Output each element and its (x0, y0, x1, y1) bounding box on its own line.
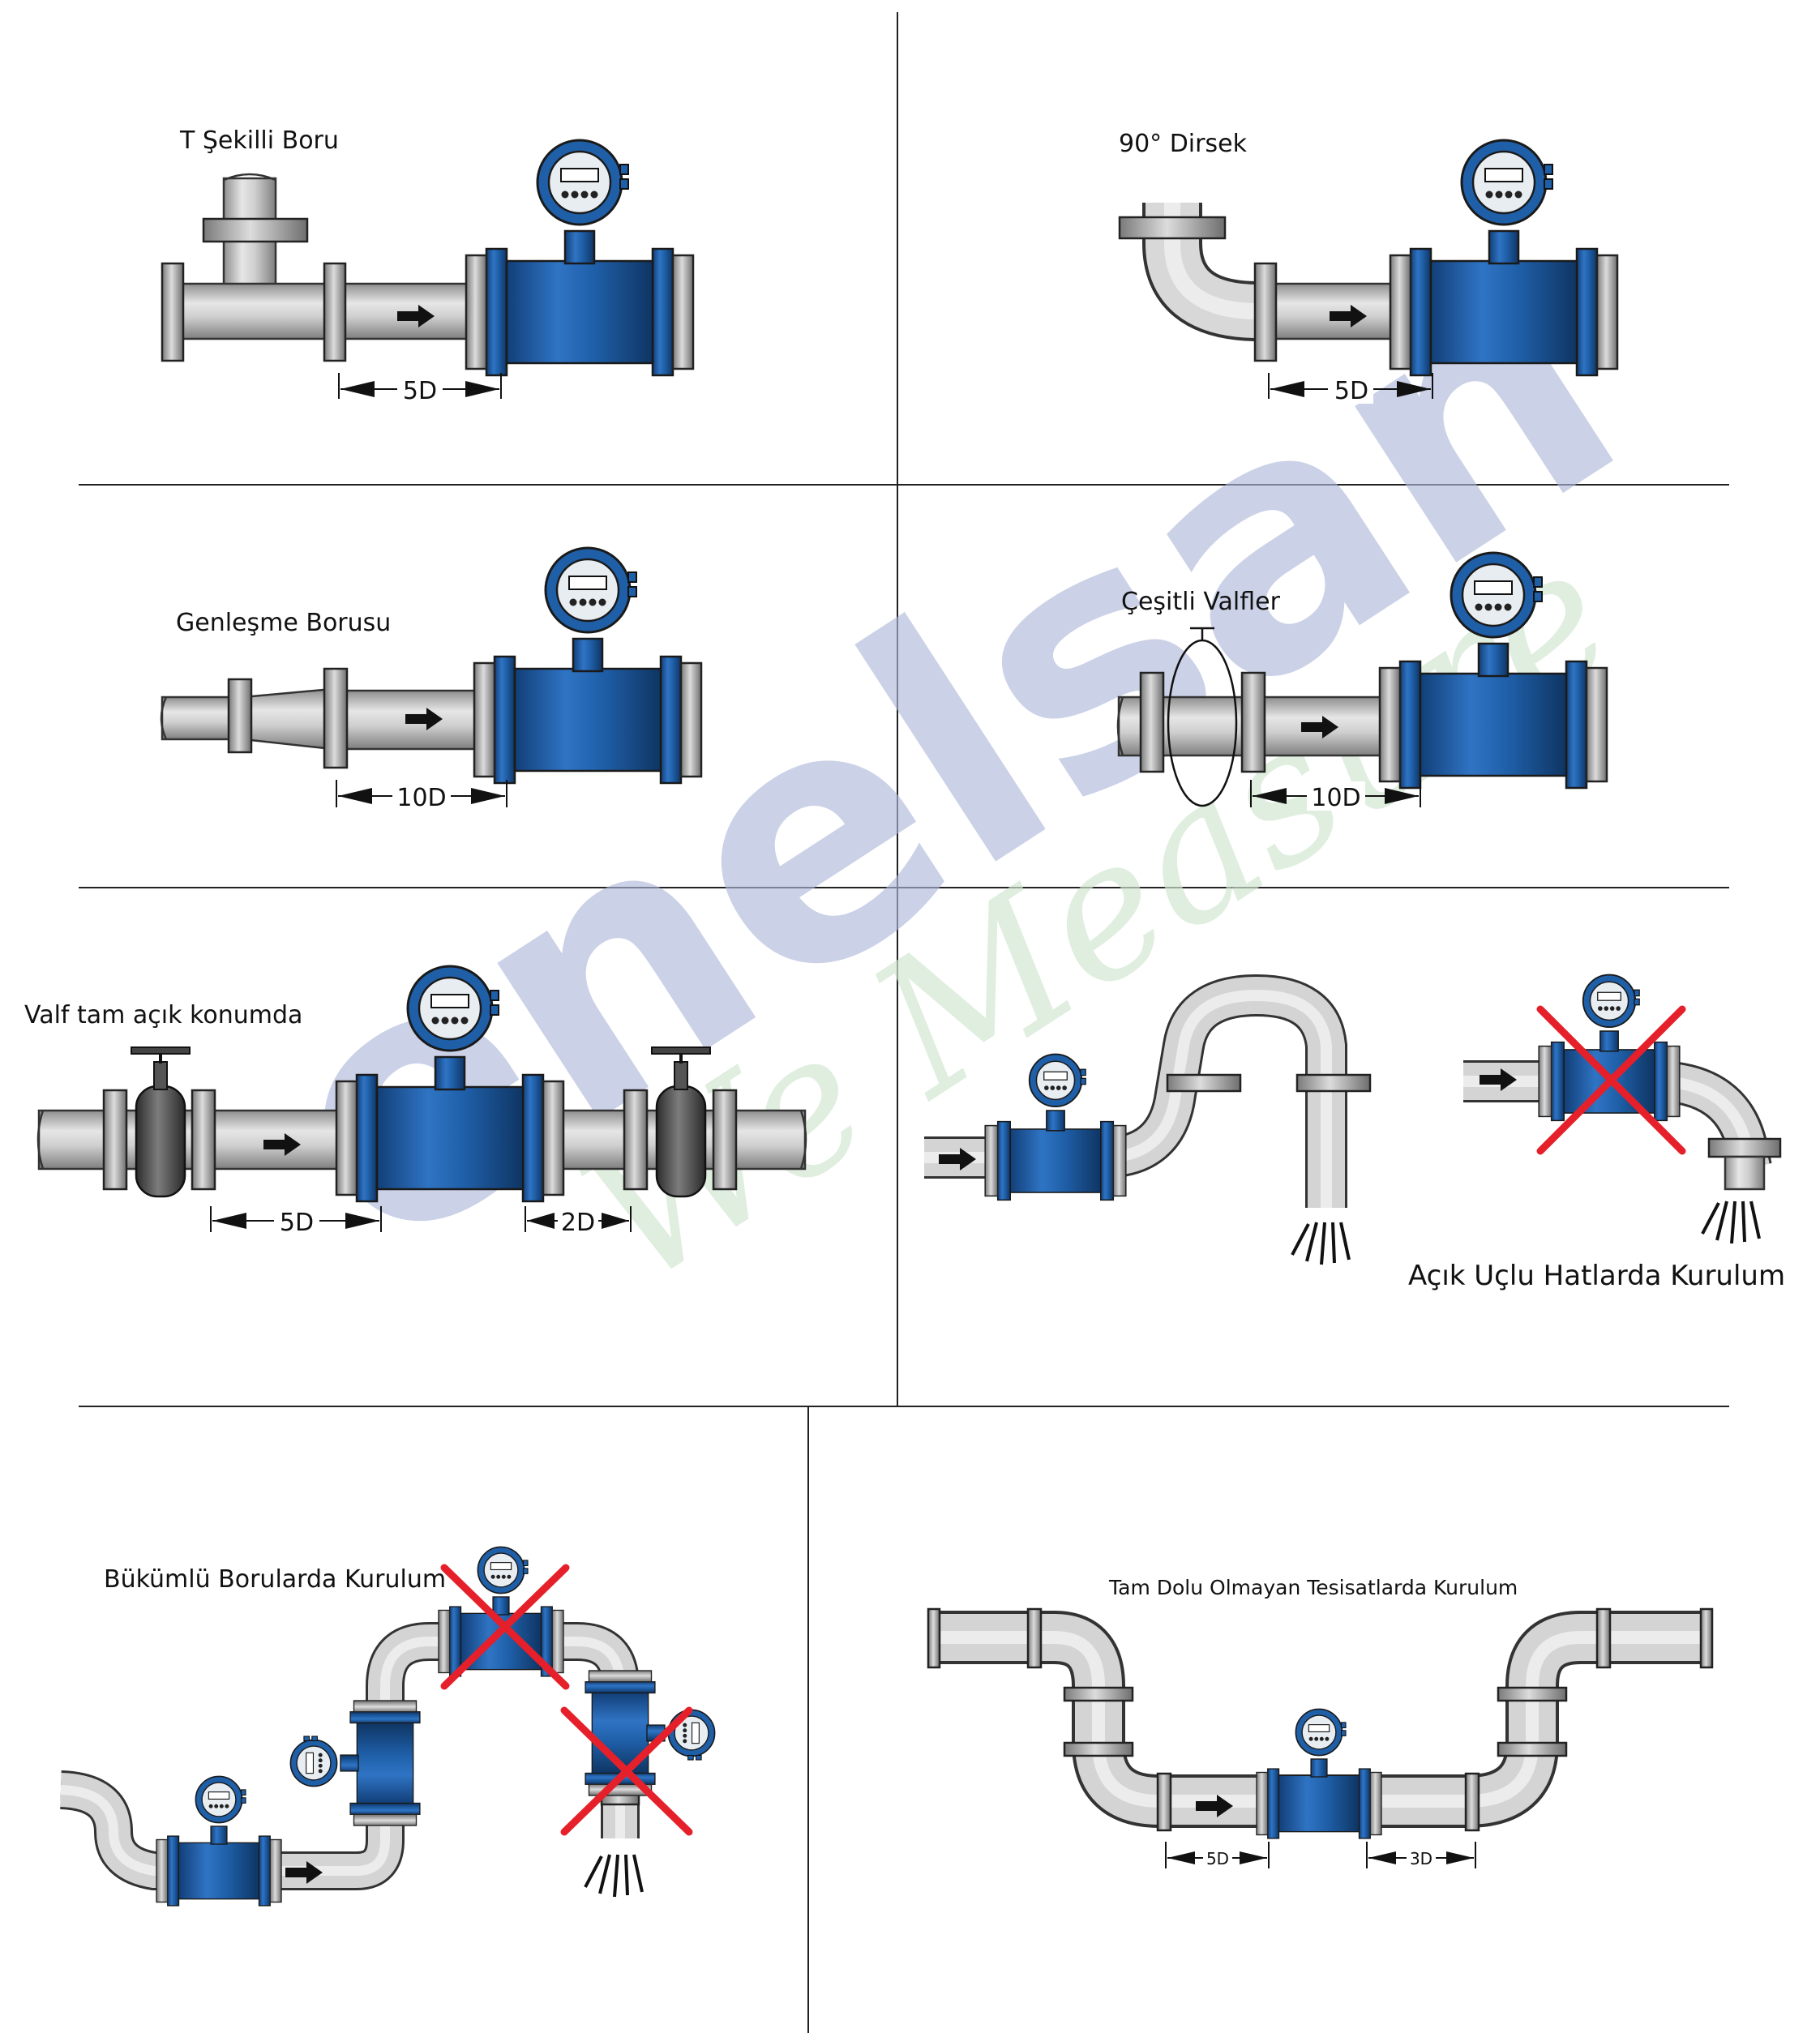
flow-meter (178, 1775, 260, 1900)
panel-title: Açık Uçlu Hatlarda Kurulum (1408, 1260, 1785, 1292)
panel-elbow: 90° Dirsek 5D (1118, 130, 1619, 405)
panel-bent: Bükümlü Borularda Kurulum (59, 1546, 716, 1907)
panel-valve-open: Valf tam açık konumda (24, 965, 807, 1237)
panel-title: Çeşitli Valfler (1121, 588, 1281, 616)
red-x-icon (1536, 1005, 1686, 1155)
panel-valves: Çeşitli Valfler 10D (1116, 551, 1608, 812)
red-x-icon (560, 1706, 693, 1836)
panel-expansion: Genleşme Borusu 10D (160, 546, 703, 812)
flow-meter (289, 1722, 414, 1804)
water-drip-icon (1291, 1221, 1351, 1266)
gate-valve (102, 1046, 216, 1198)
distance-label: 5D (280, 1209, 314, 1237)
distance-label: 10D (1311, 784, 1360, 812)
panel-title: Genleşme Borusu (176, 609, 391, 637)
red-x-icon (440, 1564, 570, 1690)
panel-open-end: Açık Uçlu Hatlarda Kurulum (924, 974, 1785, 1292)
panel-title: 90° Dirsek (1119, 130, 1248, 158)
water-drip-icon (1701, 1200, 1761, 1245)
distance-label: 3D (1410, 1849, 1432, 1868)
panel-title: Tam Dolu Olmayan Tesisatlarda Kurulum (1108, 1576, 1518, 1599)
panel-t-pipe: T Şekilli Boru 5D (161, 126, 695, 405)
distance-label: 2D (561, 1209, 595, 1237)
panel-not-full: Tam Dolu Olmayan Tesisatlarda Kurulum 5D (927, 1576, 1714, 1869)
gate-valve (623, 1046, 738, 1198)
panel-title: Bükümlü Borularda Kurulum (104, 1565, 446, 1594)
water-drip-icon (584, 1853, 644, 1898)
flow-meter (505, 139, 654, 365)
distance-label: 5D (1206, 1849, 1229, 1868)
panel-title: T Şekilli Boru (179, 126, 339, 155)
flow-meter (591, 1692, 716, 1774)
distance-label: 5D (403, 377, 437, 405)
distance-label: 5D (1334, 377, 1368, 405)
flow-meter (513, 546, 662, 773)
panel-title: Valf tam açık konumda (24, 1001, 302, 1029)
distance-label: 10D (396, 784, 446, 812)
flow-meter (1278, 1708, 1360, 1833)
